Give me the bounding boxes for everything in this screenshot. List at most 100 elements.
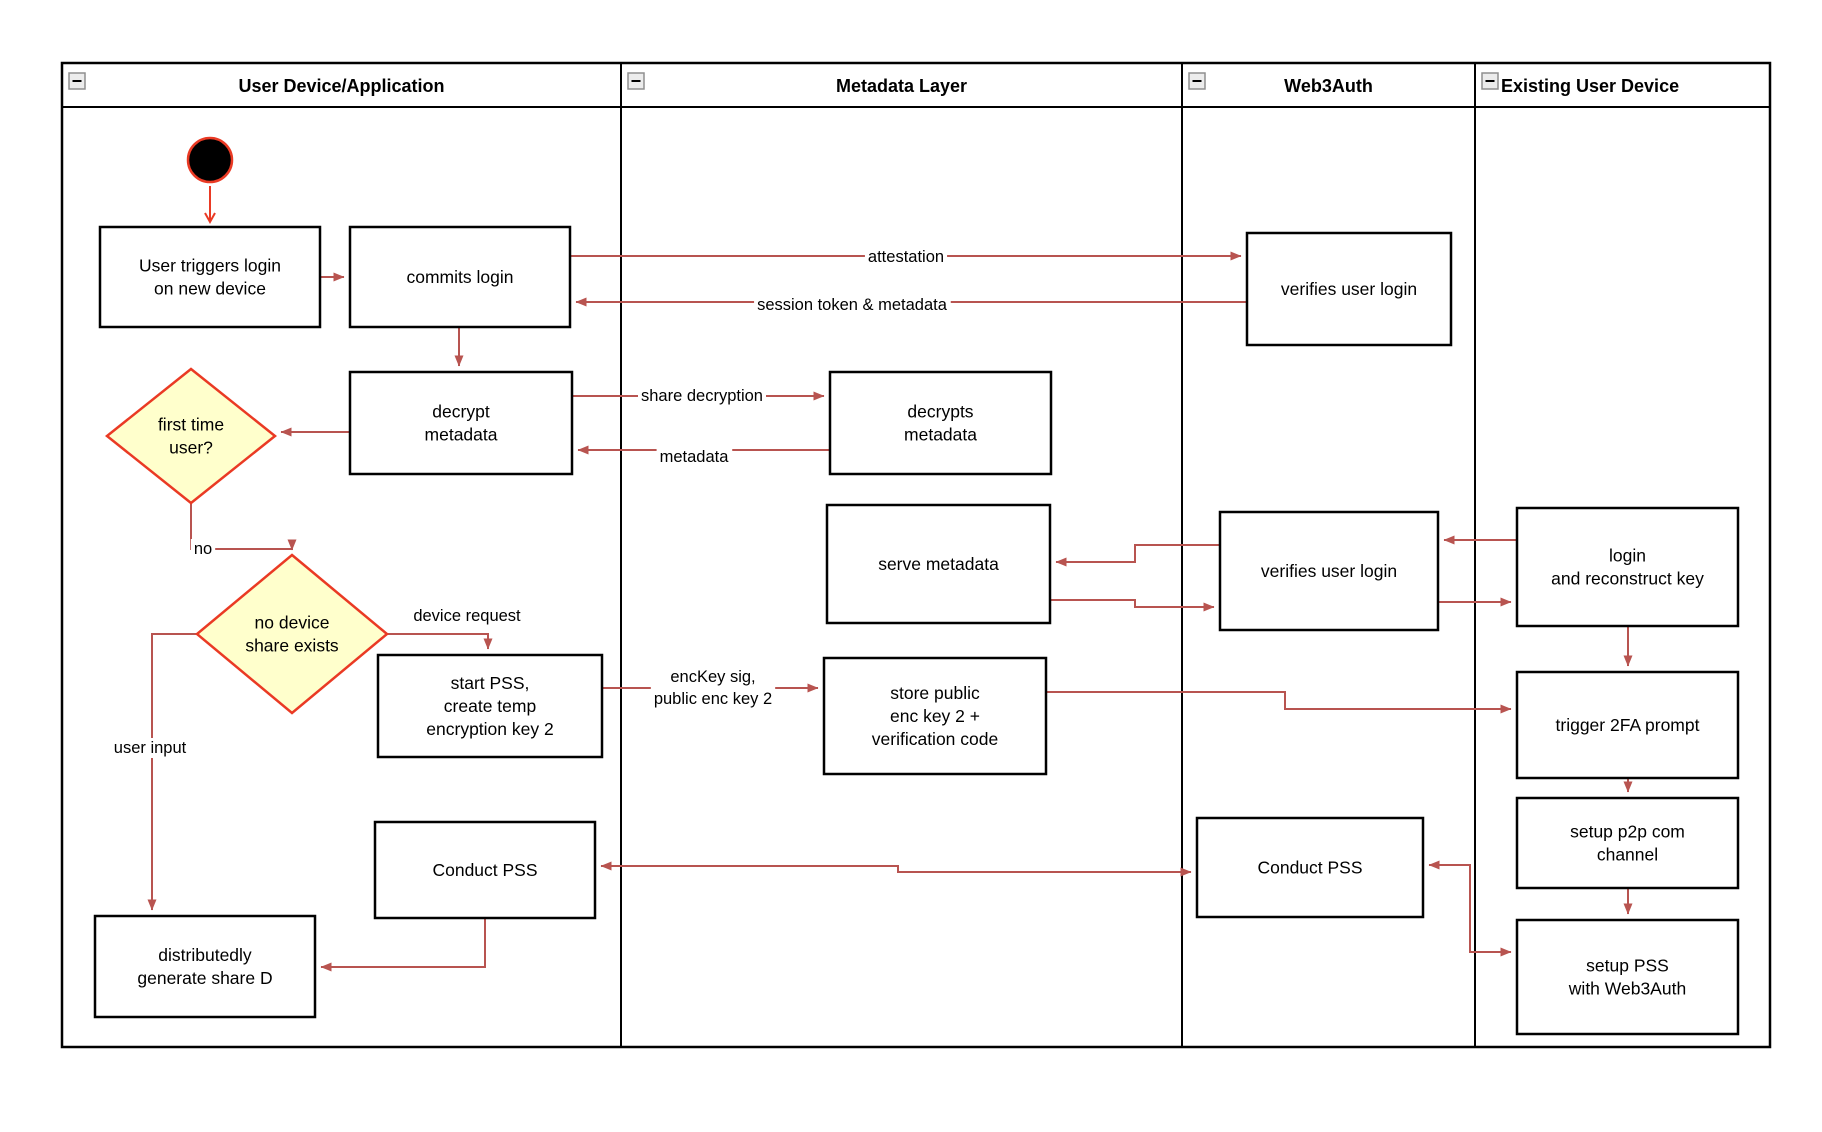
- activity-box[interactable]: [348, 370, 574, 476]
- activity-box[interactable]: [1515, 918, 1740, 1036]
- edge-label-metadata-return: metadata: [656, 447, 733, 467]
- activity-box[interactable]: [93, 914, 317, 1019]
- edge-conductpss-link: [600, 861, 1192, 877]
- node-commits-login[interactable]: commits login: [348, 225, 572, 329]
- edge-label-enckey-sig: encKey sig,public enc key 2: [650, 667, 776, 709]
- lane-header-user-device: User Device/Application: [68, 72, 445, 96]
- start-node-icon[interactable]: [186, 136, 234, 184]
- edge-label-text: encKey sig,public enc key 2: [654, 668, 772, 708]
- lane-headers-layer: User Device/Application Metadata Layer Web…: [68, 72, 1679, 96]
- activity-box[interactable]: [373, 820, 597, 920]
- node-start[interactable]: [186, 136, 234, 184]
- edge-label-session-token: session token & metadata: [754, 295, 951, 315]
- lane-header-metadata-layer: Metadata Layer: [627, 72, 967, 96]
- label-bg: [190, 539, 216, 559]
- label-bg: [656, 447, 733, 467]
- label-bg: [110, 738, 190, 758]
- node-serve-metadata[interactable]: serve metadata: [825, 503, 1052, 625]
- edge-verify-to-serve: [1055, 544, 1220, 567]
- edge-label-device-request: device request: [410, 606, 525, 626]
- activity-box[interactable]: [98, 225, 322, 329]
- activity-box[interactable]: [1515, 506, 1740, 628]
- node-label: verifies user login: [1261, 561, 1397, 581]
- lane-header-web3auth: Web3Auth: [1188, 72, 1373, 96]
- activity-box[interactable]: [1218, 510, 1440, 632]
- edge-label-text: metadata: [660, 448, 730, 466]
- label-bg: [864, 247, 948, 267]
- node-trigger-2fa[interactable]: trigger 2FA prompt: [1515, 670, 1740, 780]
- node-label: verifies user login: [1281, 279, 1417, 299]
- node-conduct-pss-user[interactable]: Conduct PSS: [373, 820, 597, 920]
- node-conduct-pss-web3auth[interactable]: Conduct PSS: [1195, 816, 1425, 919]
- lane-header-existing-user-device: Existing User Device: [1481, 72, 1679, 96]
- activity-box[interactable]: [1245, 231, 1453, 347]
- minus-collapse-icon[interactable]: [68, 72, 86, 90]
- activity-box[interactable]: [348, 225, 572, 329]
- edge-user-input: [147, 633, 197, 911]
- minus-collapse-icon[interactable]: [1188, 72, 1206, 90]
- label-bg: [638, 386, 766, 406]
- edge-setuppss-conductpss: [1428, 860, 1512, 957]
- activity-box[interactable]: [828, 370, 1053, 476]
- edge-conduct-to-generate: [320, 918, 486, 972]
- edge-serve-to-verify: [1050, 599, 1215, 612]
- minus-collapse-icon[interactable]: [1481, 72, 1499, 90]
- node-label: serve metadata: [878, 554, 999, 574]
- activity-box[interactable]: [822, 656, 1048, 776]
- minus-collapse-icon[interactable]: [627, 72, 645, 90]
- edge-label-no-branch: no: [190, 539, 216, 559]
- edge-label-user-input: user input: [110, 738, 190, 758]
- node-label: commits login: [407, 267, 514, 287]
- activity-box[interactable]: [1195, 816, 1425, 919]
- label-bg: [754, 295, 951, 315]
- edge-store-to-2fa: [1046, 691, 1512, 714]
- decision-shape[interactable]: [195, 553, 389, 715]
- activity-box[interactable]: [825, 503, 1052, 625]
- label-bg: [410, 606, 525, 626]
- node-label: Conduct PSS: [432, 860, 537, 880]
- decision-shape[interactable]: [104, 367, 278, 505]
- node-label: trigger 2FA prompt: [1556, 715, 1700, 735]
- edge-label-text: session token & metadata: [757, 296, 948, 314]
- lane-title-existing-user-device: Existing User Device: [1501, 76, 1679, 96]
- node-verifies-user-login-2[interactable]: verifies user login: [1218, 510, 1440, 632]
- edge-label-text: no: [194, 540, 212, 558]
- node-label: Conduct PSS: [1257, 858, 1362, 878]
- lane-title-web3auth: Web3Auth: [1284, 76, 1373, 96]
- edge-label-attestation: attestation: [864, 247, 948, 267]
- edge-device-request: [387, 633, 493, 650]
- edge-no-branch: [190, 503, 297, 551]
- edge-label-text: user input: [114, 739, 187, 757]
- activity-box[interactable]: [1515, 670, 1740, 780]
- node-verifies-user-login-1[interactable]: verifies user login: [1245, 231, 1453, 347]
- lane-title-metadata-layer: Metadata Layer: [836, 76, 967, 96]
- activity-box[interactable]: [376, 653, 604, 759]
- edge-label-share-decryption: share decryption: [638, 386, 766, 406]
- edge-label-text: attestation: [868, 248, 944, 266]
- edge-label-text: share decryption: [641, 387, 763, 405]
- activity-box[interactable]: [1515, 796, 1740, 890]
